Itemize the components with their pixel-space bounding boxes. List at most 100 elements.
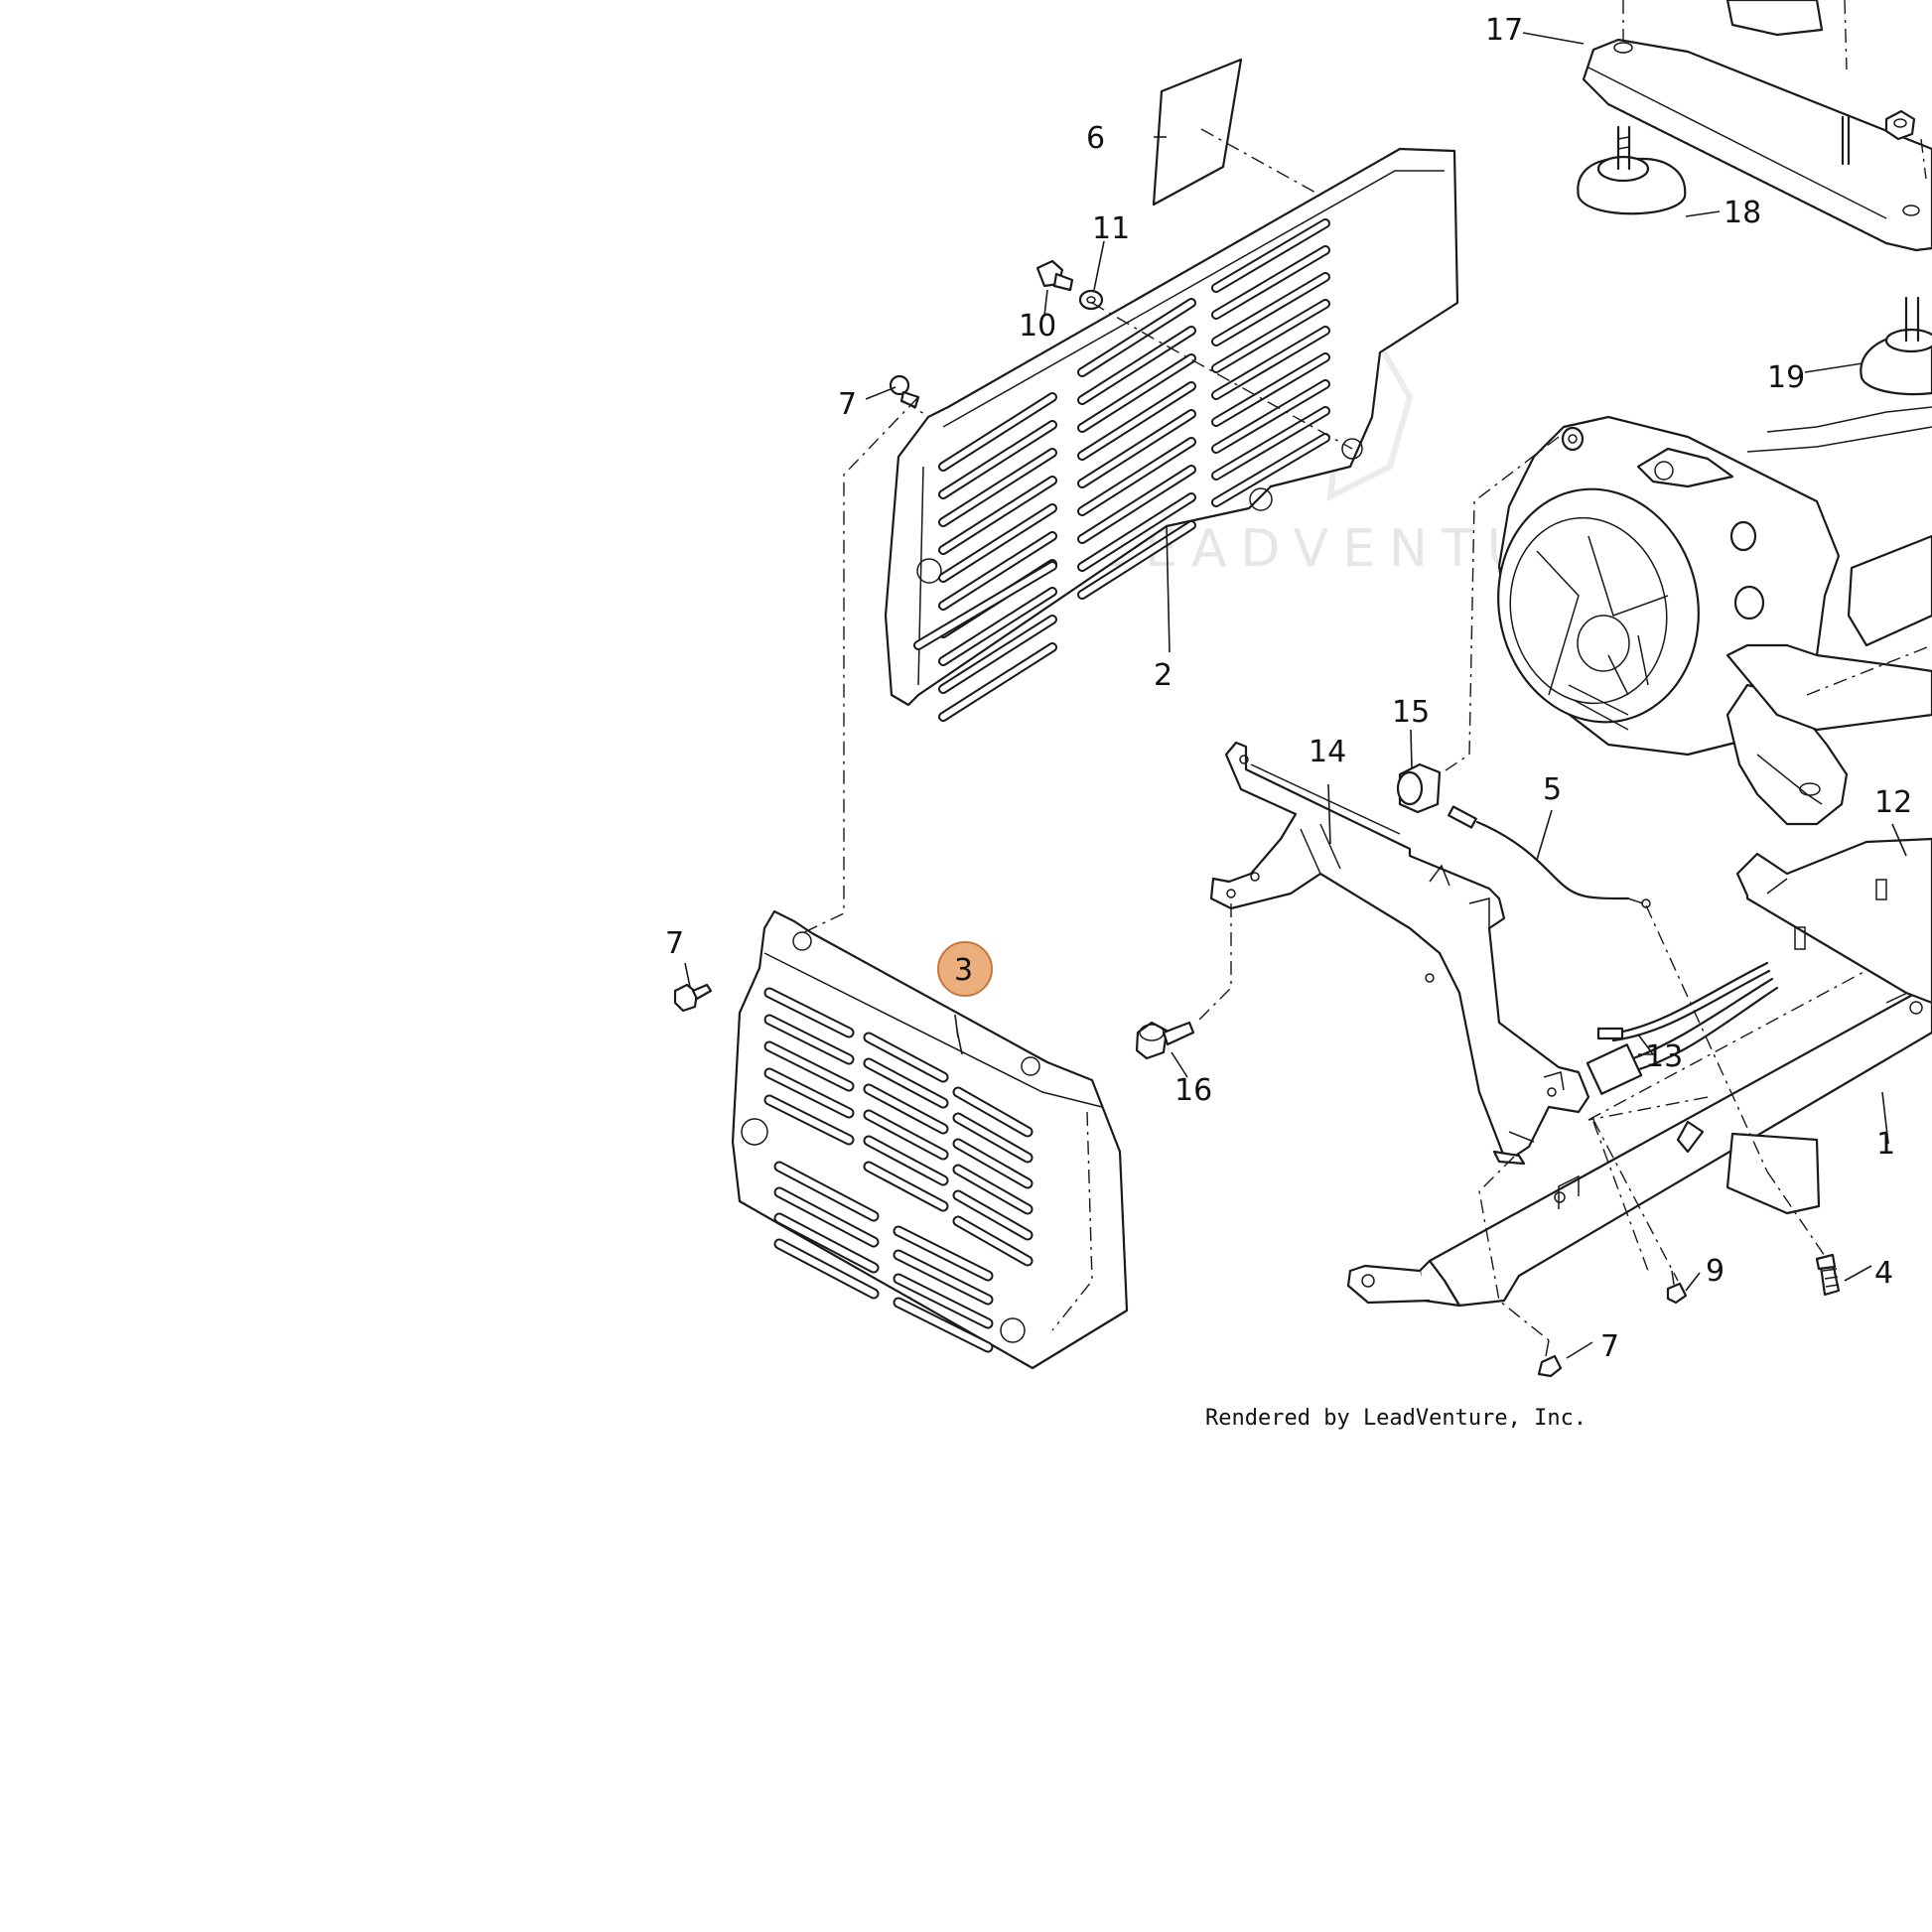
part-7-bolt-lower[interactable] bbox=[1537, 1339, 1563, 1378]
louver-slot-inner bbox=[775, 1163, 878, 1220]
part-7-bolt-left[interactable] bbox=[673, 983, 713, 1013]
callout-7-left[interactable]: 7 bbox=[665, 926, 684, 961]
louver-slot-inner bbox=[1079, 328, 1194, 403]
louver-slot-inner bbox=[895, 1299, 992, 1351]
louver-slot-inner bbox=[1079, 355, 1194, 431]
louver-slot-inner bbox=[1079, 494, 1194, 570]
part-13-harness[interactable] bbox=[1586, 961, 1779, 1095]
callout-7-lower[interactable]: 7 bbox=[1600, 1329, 1619, 1364]
louver-slot-inner bbox=[940, 505, 1055, 581]
louver-slot-inner bbox=[954, 1191, 1032, 1239]
louver-slot-inner bbox=[940, 617, 1055, 692]
callout-15[interactable]: 15 bbox=[1392, 695, 1430, 730]
callouts: 2 3 6 11 10 7 7 7 9 4 1 13 12 5 15 14 16… bbox=[665, 13, 1912, 1364]
callout-13[interactable]: 13 bbox=[1645, 1039, 1683, 1074]
louver-slot-inner bbox=[940, 478, 1055, 553]
part-11-nut[interactable] bbox=[1078, 289, 1104, 311]
part-17-plate[interactable] bbox=[1582, 0, 1932, 252]
upper-panel-slots bbox=[913, 218, 1330, 722]
louver-slot-inner bbox=[1213, 354, 1328, 425]
assembly-lines bbox=[801, 302, 1828, 1341]
leader-lines bbox=[684, 32, 1907, 1359]
louver-slot-inner bbox=[865, 1085, 947, 1133]
louver-slot-inner bbox=[865, 1137, 947, 1184]
part-2-upper-panel[interactable] bbox=[884, 147, 1459, 722]
callout-5[interactable]: 5 bbox=[1543, 772, 1562, 807]
callout-16[interactable]: 16 bbox=[1174, 1073, 1212, 1108]
callout-3[interactable]: 3 bbox=[954, 953, 973, 988]
louver-slot-inner bbox=[865, 1163, 947, 1210]
louver-slot-inner bbox=[1079, 411, 1194, 486]
louver-slot-inner bbox=[954, 1217, 1032, 1265]
part-4-screw[interactable] bbox=[1815, 1253, 1841, 1297]
louver-slot-inner bbox=[1079, 300, 1194, 375]
part-14-bracket[interactable] bbox=[1209, 741, 1590, 1166]
louver-slot-inner bbox=[895, 1251, 992, 1304]
part-5-cable[interactable] bbox=[1448, 805, 1768, 1173]
alternator-housing[interactable] bbox=[1439, 406, 1932, 826]
louver-slot-inner bbox=[765, 1096, 853, 1144]
louver-slot-inner bbox=[895, 1275, 992, 1327]
louver-slot-inner bbox=[775, 1188, 878, 1246]
louver-slot-inner bbox=[765, 1016, 853, 1063]
louver-slot-inner bbox=[765, 989, 853, 1036]
part-15-grommet[interactable] bbox=[1396, 762, 1442, 814]
louver-slot-inner bbox=[865, 1059, 947, 1107]
louver-slot-inner bbox=[940, 394, 1055, 470]
louver-slot-inner bbox=[895, 1227, 992, 1280]
callout-12[interactable]: 12 bbox=[1874, 785, 1912, 820]
part-16-bolt[interactable] bbox=[1135, 1021, 1195, 1060]
callout-6[interactable]: 6 bbox=[1086, 121, 1105, 156]
part-10-screw[interactable] bbox=[1035, 259, 1074, 292]
part-6-label[interactable] bbox=[1152, 58, 1381, 229]
louver-slot-inner bbox=[1213, 408, 1328, 479]
louver-slot-inner bbox=[954, 1140, 1032, 1187]
louver-slot-inner bbox=[775, 1240, 878, 1298]
footer-credit: Rendered by LeadVenture, Inc. bbox=[1205, 1406, 1587, 1431]
part-18-mount[interactable] bbox=[1577, 125, 1687, 215]
part-9-bolt[interactable] bbox=[1666, 1270, 1688, 1305]
callout-7-upper[interactable]: 7 bbox=[838, 387, 857, 422]
louver-slot-inner bbox=[1213, 247, 1328, 318]
louver-slot-inner bbox=[1079, 383, 1194, 459]
callout-1[interactable]: 1 bbox=[1876, 1127, 1895, 1162]
louver-slot-inner bbox=[1213, 381, 1328, 452]
louver-slot-inner bbox=[915, 563, 1055, 648]
louver-slot-inner bbox=[940, 533, 1055, 609]
part-1-base-rail[interactable] bbox=[1346, 934, 1932, 1308]
callout-18[interactable]: 18 bbox=[1724, 196, 1761, 230]
louver-slot-inner bbox=[775, 1214, 878, 1272]
callout-3-highlight[interactable] bbox=[937, 941, 993, 997]
louver-slot-inner bbox=[1213, 220, 1328, 291]
part-12-cover[interactable] bbox=[1735, 837, 1932, 1005]
callout-19[interactable]: 19 bbox=[1767, 360, 1805, 395]
louver-slot-inner bbox=[1079, 439, 1194, 514]
louver-slot-inner bbox=[954, 1114, 1032, 1162]
louver-slot-inner bbox=[940, 450, 1055, 525]
louver-slot-inner bbox=[954, 1088, 1032, 1136]
callout-11[interactable]: 11 bbox=[1092, 211, 1130, 246]
louver-slot-inner bbox=[940, 589, 1055, 664]
part-3-lower-panel[interactable] bbox=[731, 909, 1129, 1370]
callout-10[interactable]: 10 bbox=[1019, 309, 1056, 344]
lower-panel-slots bbox=[763, 987, 1034, 1353]
callout-17[interactable]: 17 bbox=[1485, 13, 1523, 48]
part-7-bolt-upper[interactable] bbox=[889, 374, 920, 409]
louver-slot-inner bbox=[940, 422, 1055, 497]
louver-slot-inner bbox=[1213, 435, 1328, 505]
louver-slot-inner bbox=[1213, 328, 1328, 398]
callout-14[interactable]: 14 bbox=[1309, 735, 1346, 769]
louver-slot-inner bbox=[865, 1111, 947, 1159]
louver-slot-inner bbox=[1213, 274, 1328, 345]
part-19-mount[interactable] bbox=[1860, 296, 1932, 396]
louver-slot-inner bbox=[940, 644, 1055, 720]
callout-4[interactable]: 4 bbox=[1874, 1256, 1893, 1291]
callout-2[interactable]: 2 bbox=[1154, 658, 1173, 693]
louver-slot-inner bbox=[1079, 467, 1194, 542]
louver-slot-inner bbox=[765, 1069, 853, 1117]
callout-9[interactable]: 9 bbox=[1706, 1254, 1725, 1289]
louver-slot-inner bbox=[1213, 301, 1328, 371]
louver-slot-inner bbox=[765, 1042, 853, 1090]
louver-slot-inner bbox=[954, 1166, 1032, 1213]
